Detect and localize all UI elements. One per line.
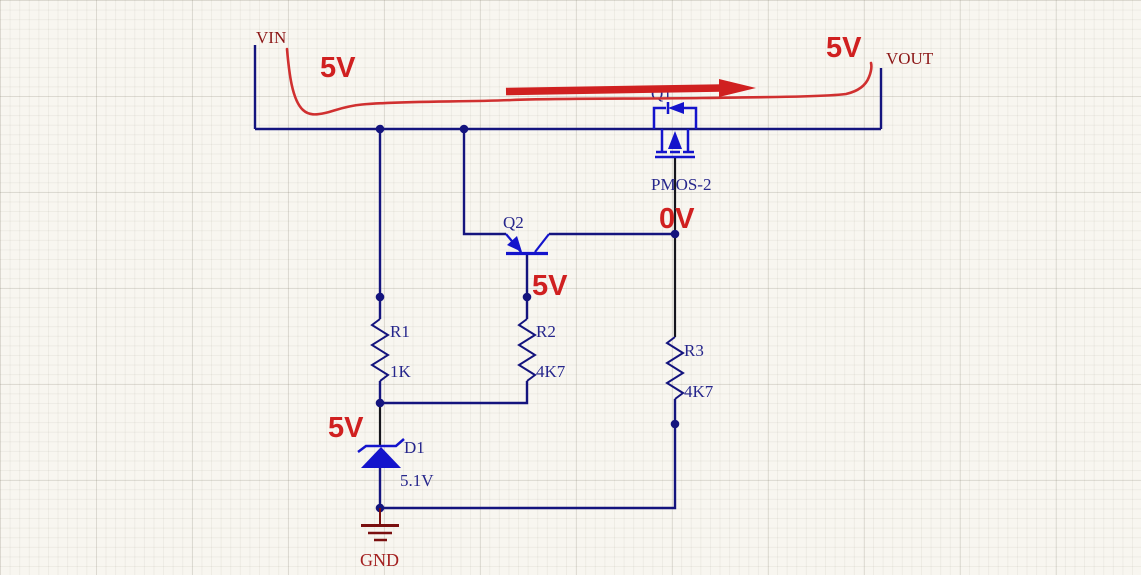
net-label-gnd[interactable]: GND [360, 550, 399, 570]
r2-ref-label[interactable]: R2 [536, 322, 556, 341]
q2-emitter-arrow-icon [507, 236, 522, 252]
junction-dot [670, 229, 680, 239]
junction-dot [375, 292, 385, 302]
r2-value-label[interactable]: 4K7 [536, 362, 566, 381]
net-label-vin[interactable]: VIN [256, 28, 286, 47]
wires-dark[interactable] [378, 156, 677, 446]
q1-body-diode-icon [668, 102, 684, 114]
d1-zener-symbol[interactable] [357, 438, 405, 468]
r3-symbol[interactable] [665, 336, 685, 400]
r3-value-label[interactable]: 4K7 [684, 382, 714, 401]
current-arrow-head-icon [719, 79, 756, 97]
annotation-base-voltage: 5V [532, 270, 568, 302]
r3-ref-label[interactable]: R3 [684, 341, 704, 360]
q1-pmos-symbol[interactable] [652, 102, 698, 159]
q2-ref-label[interactable]: Q2 [503, 213, 524, 232]
wire-gnd-run[interactable] [380, 399, 677, 510]
junction-dot [522, 292, 532, 302]
wire-q2-emitter[interactable] [462, 129, 506, 236]
resistors[interactable] [370, 318, 685, 400]
q2-pnp-symbol[interactable] [505, 233, 550, 256]
annotation-vout-voltage: 5V [826, 32, 862, 64]
annotation-zener-voltage: 5V [328, 412, 364, 444]
gnd-symbol[interactable] [361, 508, 399, 542]
d1-value-label[interactable]: 5.1V [400, 471, 434, 490]
current-arrow-shaft [505, 84, 723, 96]
junction-dot [459, 124, 469, 134]
q1-arrow-icon [668, 131, 682, 149]
annotations: 5V 5V 0V 5V 5V [285, 32, 873, 444]
net-label-vout[interactable]: VOUT [886, 49, 934, 68]
d1-triangle-icon [361, 447, 401, 468]
current-curve [285, 47, 873, 116]
r1-value-label[interactable]: 1K [390, 362, 412, 381]
r1-symbol[interactable] [370, 318, 390, 382]
junction-dot [375, 398, 385, 408]
wire-r2-bottom[interactable] [380, 381, 529, 405]
junction-dot [670, 419, 680, 429]
annotation-gate-voltage: 0V [659, 203, 695, 235]
r2-symbol[interactable] [517, 318, 537, 382]
r1-ref-label[interactable]: R1 [390, 322, 410, 341]
junction-dot [375, 124, 385, 134]
wires[interactable] [253, 45, 883, 510]
annotation-vin-voltage: 5V [320, 52, 356, 84]
d1-ref-label[interactable]: D1 [404, 438, 425, 457]
junction-dots [375, 124, 680, 513]
q1-part-label[interactable]: PMOS-2 [651, 175, 711, 194]
